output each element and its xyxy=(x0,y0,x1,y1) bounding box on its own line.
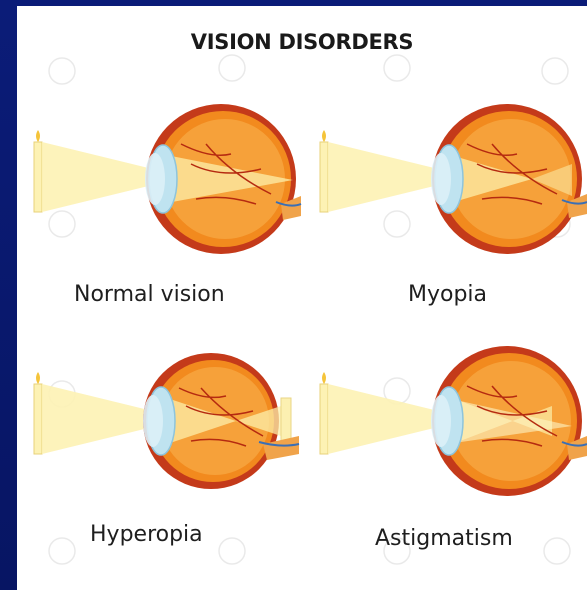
candle-icon xyxy=(320,372,328,454)
caption-hyperopia: Hyperopia xyxy=(90,522,203,547)
astigmatism-diagram xyxy=(317,326,587,496)
caption-normal-vision: Normal vision xyxy=(74,282,225,307)
myopia-diagram xyxy=(317,84,587,254)
candle-icon xyxy=(320,130,328,212)
candle-icon xyxy=(34,130,42,212)
illustration-panel: VISION DISORDERS xyxy=(17,6,587,590)
eyeball xyxy=(431,104,587,254)
candle-icon xyxy=(34,372,42,454)
caption-astigmatism: Astigmatism xyxy=(375,526,513,551)
eyeball xyxy=(145,104,301,254)
normal-vision-diagram xyxy=(31,84,301,254)
page-title: VISION DISORDERS xyxy=(17,30,587,54)
eyeball xyxy=(143,353,299,489)
eyeball xyxy=(431,346,587,496)
caption-myopia: Myopia xyxy=(408,282,487,307)
hyperopia-diagram xyxy=(31,326,301,496)
